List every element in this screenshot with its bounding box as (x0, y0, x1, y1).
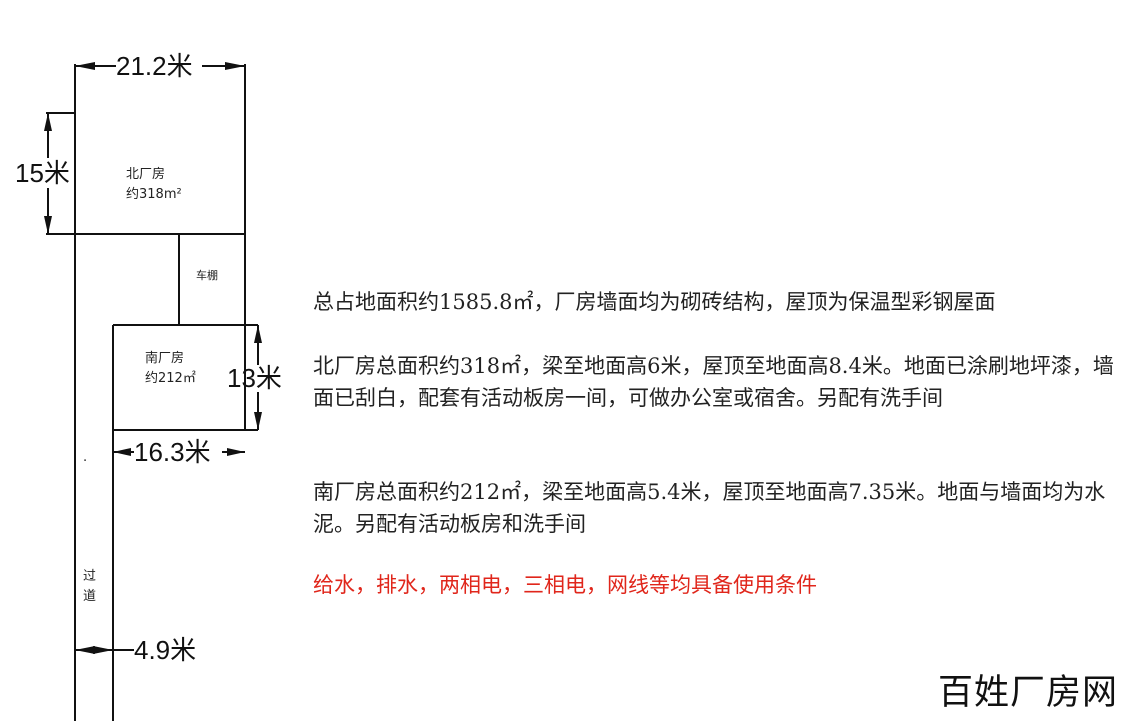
aisle-width-dimension: 4.9米 (134, 635, 196, 665)
shed-label: 车棚 (196, 268, 218, 282)
aisle-label-2: 道 (83, 589, 96, 604)
site-watermark: 百姓厂房网 (938, 673, 1119, 713)
south-width-dimension: 16.3米 (134, 437, 211, 467)
south-building-name: 南厂房 (145, 350, 184, 366)
north-building-area: 约318m² (126, 187, 182, 202)
building-outlines (74, 64, 258, 721)
north-building-name: 北厂房 (126, 166, 165, 182)
description-south-building: 南厂房总面积约212㎡，梁至地面高5.4米，屋顶至地面高7.35米。地面与墙面均… (313, 480, 1106, 536)
south-building-area: 约212㎡ (145, 371, 196, 386)
north-width-dimension: 21.2米 (116, 51, 193, 81)
dot-mark: . (83, 450, 87, 465)
description-total-area: 总占地面积约1585.8㎡，厂房墙面均为砌砖结构，屋顶为保温型彩钢屋面 (313, 290, 996, 314)
dimension-arrows (44, 62, 262, 654)
aisle-label-1: 过 (83, 569, 96, 584)
description-utilities: 给水，排水，两相电，三相电，网线等均具备使用条件 (313, 573, 817, 597)
south-depth-dimension: 13米 (227, 363, 282, 393)
description-north-building: 北厂房总面积约318㎡，梁至地面高6米，屋顶至地面高8.4米。地面已涂刷地坪漆，… (313, 354, 1114, 410)
north-depth-dimension: 15米 (15, 158, 70, 188)
